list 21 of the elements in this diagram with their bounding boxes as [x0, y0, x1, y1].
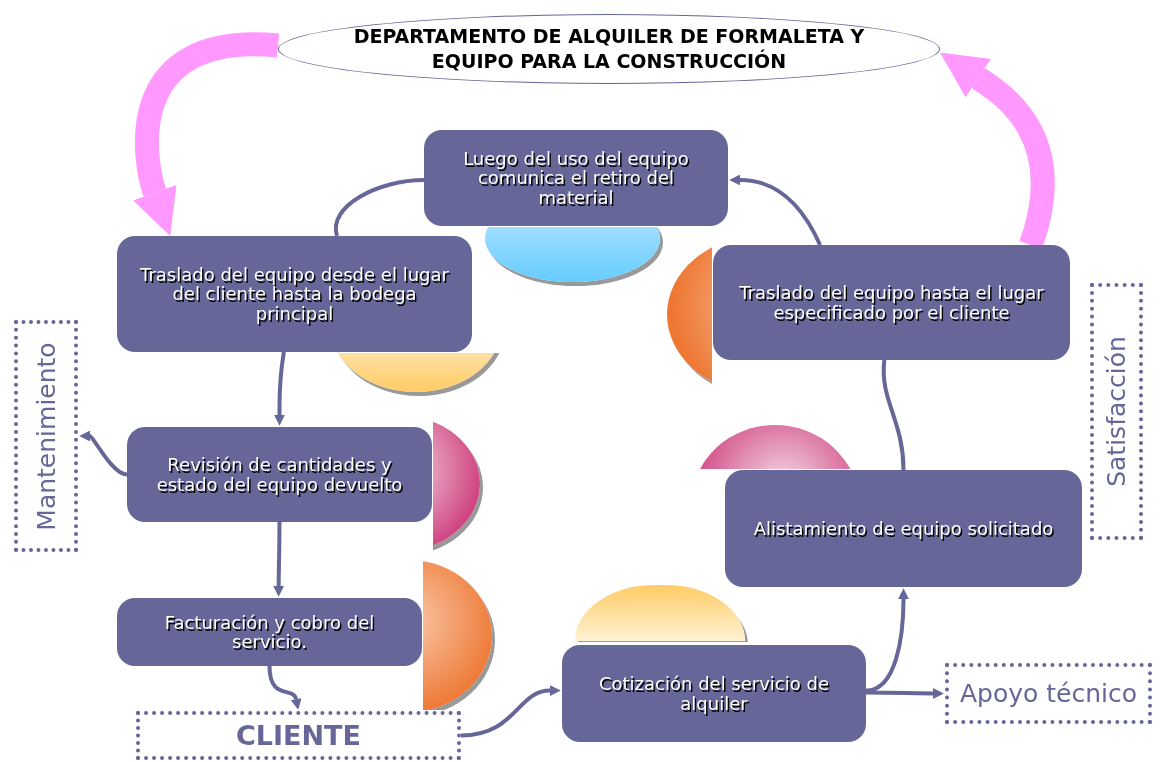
dotted-box: Apoyo técnico: [945, 663, 1152, 724]
connector-arrow: [729, 174, 822, 246]
connector-arrow: [273, 522, 285, 597]
process-box: Cotización del servicio de alquiler: [562, 645, 866, 742]
process-box: Traslado del equipo desde el lugar del cliente hasta la bodega principal: [117, 236, 472, 352]
process-box: Revisión de cantidades y estado del equipo devuelto: [127, 427, 432, 522]
process-box: Luego del uso del equipo comunica el retiro del material: [424, 130, 728, 226]
connector-arrow: [81, 429, 128, 477]
process-box: Alistamiento de equipo solicitado: [725, 470, 1082, 587]
connector-arrow: [267, 665, 302, 710]
curved-arrow: [132, 32, 279, 237]
dotted-box: Satisfacción: [1090, 283, 1143, 540]
process-box: Traslado del equipo hasta el lugar especificado por el cliente: [713, 245, 1070, 360]
title-ellipse: DEPARTAMENTO DE ALQUILER DE FORMALETA Y EQUIPO PARA LA CONSTRUCCIÓN: [278, 14, 940, 84]
dotted-box: CLIENTE: [136, 711, 461, 760]
connector-arrow: [460, 685, 561, 738]
connector-arrow: [274, 351, 286, 426]
dotted-box: Mantenimiento: [14, 320, 78, 552]
connector-arrow: [865, 588, 909, 693]
process-box: Facturación y cobro del servicio.: [117, 598, 422, 666]
connector-arrow: [866, 688, 944, 699]
